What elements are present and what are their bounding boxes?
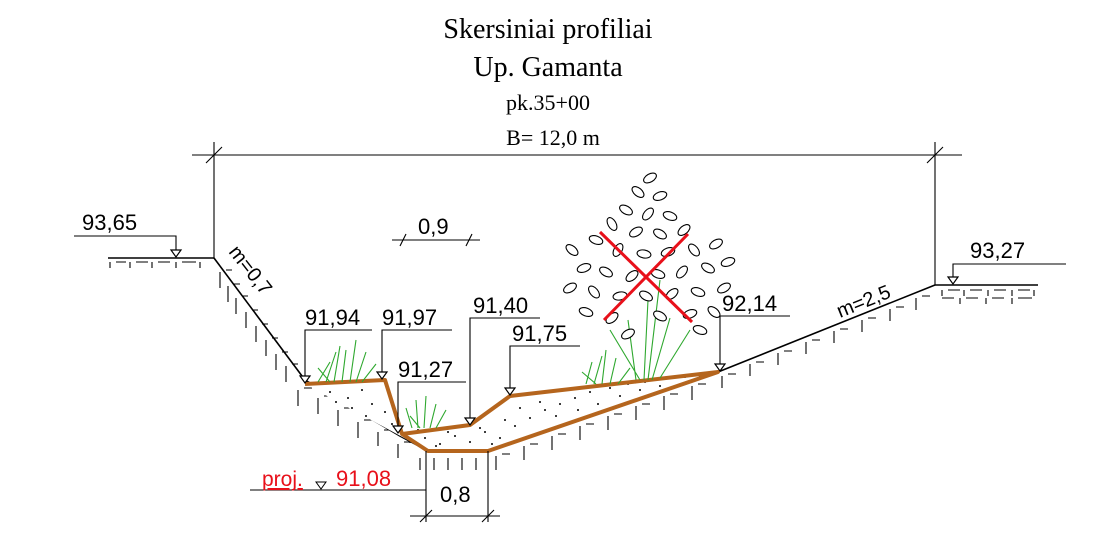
grass-tuft-3 xyxy=(581,349,631,385)
dimension-0-9-label: 0,9 xyxy=(418,214,449,239)
left-bank-marker xyxy=(74,235,183,259)
elevation-6-backdrop xyxy=(728,291,736,311)
elevation-marker-6 xyxy=(713,315,790,373)
channel-width-label: B= 12,0 m xyxy=(506,125,600,150)
title-line-1: Skersiniai profiliai xyxy=(443,14,652,45)
elevation-label-4: 91,40 xyxy=(473,293,528,318)
elevation-label-6: 92,14 xyxy=(722,291,777,316)
right-bank-elevation: 93,27 xyxy=(970,238,1025,263)
grass-tuft-1 xyxy=(317,339,377,383)
elevation-marker-1 xyxy=(298,329,372,385)
right-bank-marker xyxy=(946,263,1066,286)
design-elevation-marker xyxy=(250,481,426,491)
bottom-width-label: 0,8 xyxy=(440,482,471,507)
design-label: proj. xyxy=(262,468,303,491)
elevation-marker-2 xyxy=(375,329,452,381)
elevation-label-2: 91,97 xyxy=(382,305,437,330)
removal-x-mark xyxy=(598,230,694,324)
right-slope-label: m=2,5 xyxy=(834,281,894,322)
elevation-label-5: 91,75 xyxy=(512,321,567,346)
elevation-label-3: 91,27 xyxy=(398,357,453,382)
dimension-0-9 xyxy=(392,233,480,247)
design-elevation: 91,08 xyxy=(336,466,391,491)
sediment-fill xyxy=(305,372,718,451)
right-bank-hatching xyxy=(495,289,1035,470)
elevation-marker-5 xyxy=(503,345,580,397)
left-bank-elevation: 93,65 xyxy=(82,210,137,235)
width-dimension xyxy=(192,142,962,285)
elevation-label-1: 91,94 xyxy=(305,305,360,330)
elevation-marker-3 xyxy=(391,381,466,435)
station-label: pk.35+00 xyxy=(506,90,590,115)
elevation-marker-4 xyxy=(463,317,540,427)
grass-tuft-2 xyxy=(405,395,447,429)
left-bank-hatching xyxy=(109,261,477,470)
bottom-width-dimension xyxy=(410,451,500,523)
shrub-icon xyxy=(563,172,736,381)
title-line-2: Up. Gamanta xyxy=(473,52,623,83)
